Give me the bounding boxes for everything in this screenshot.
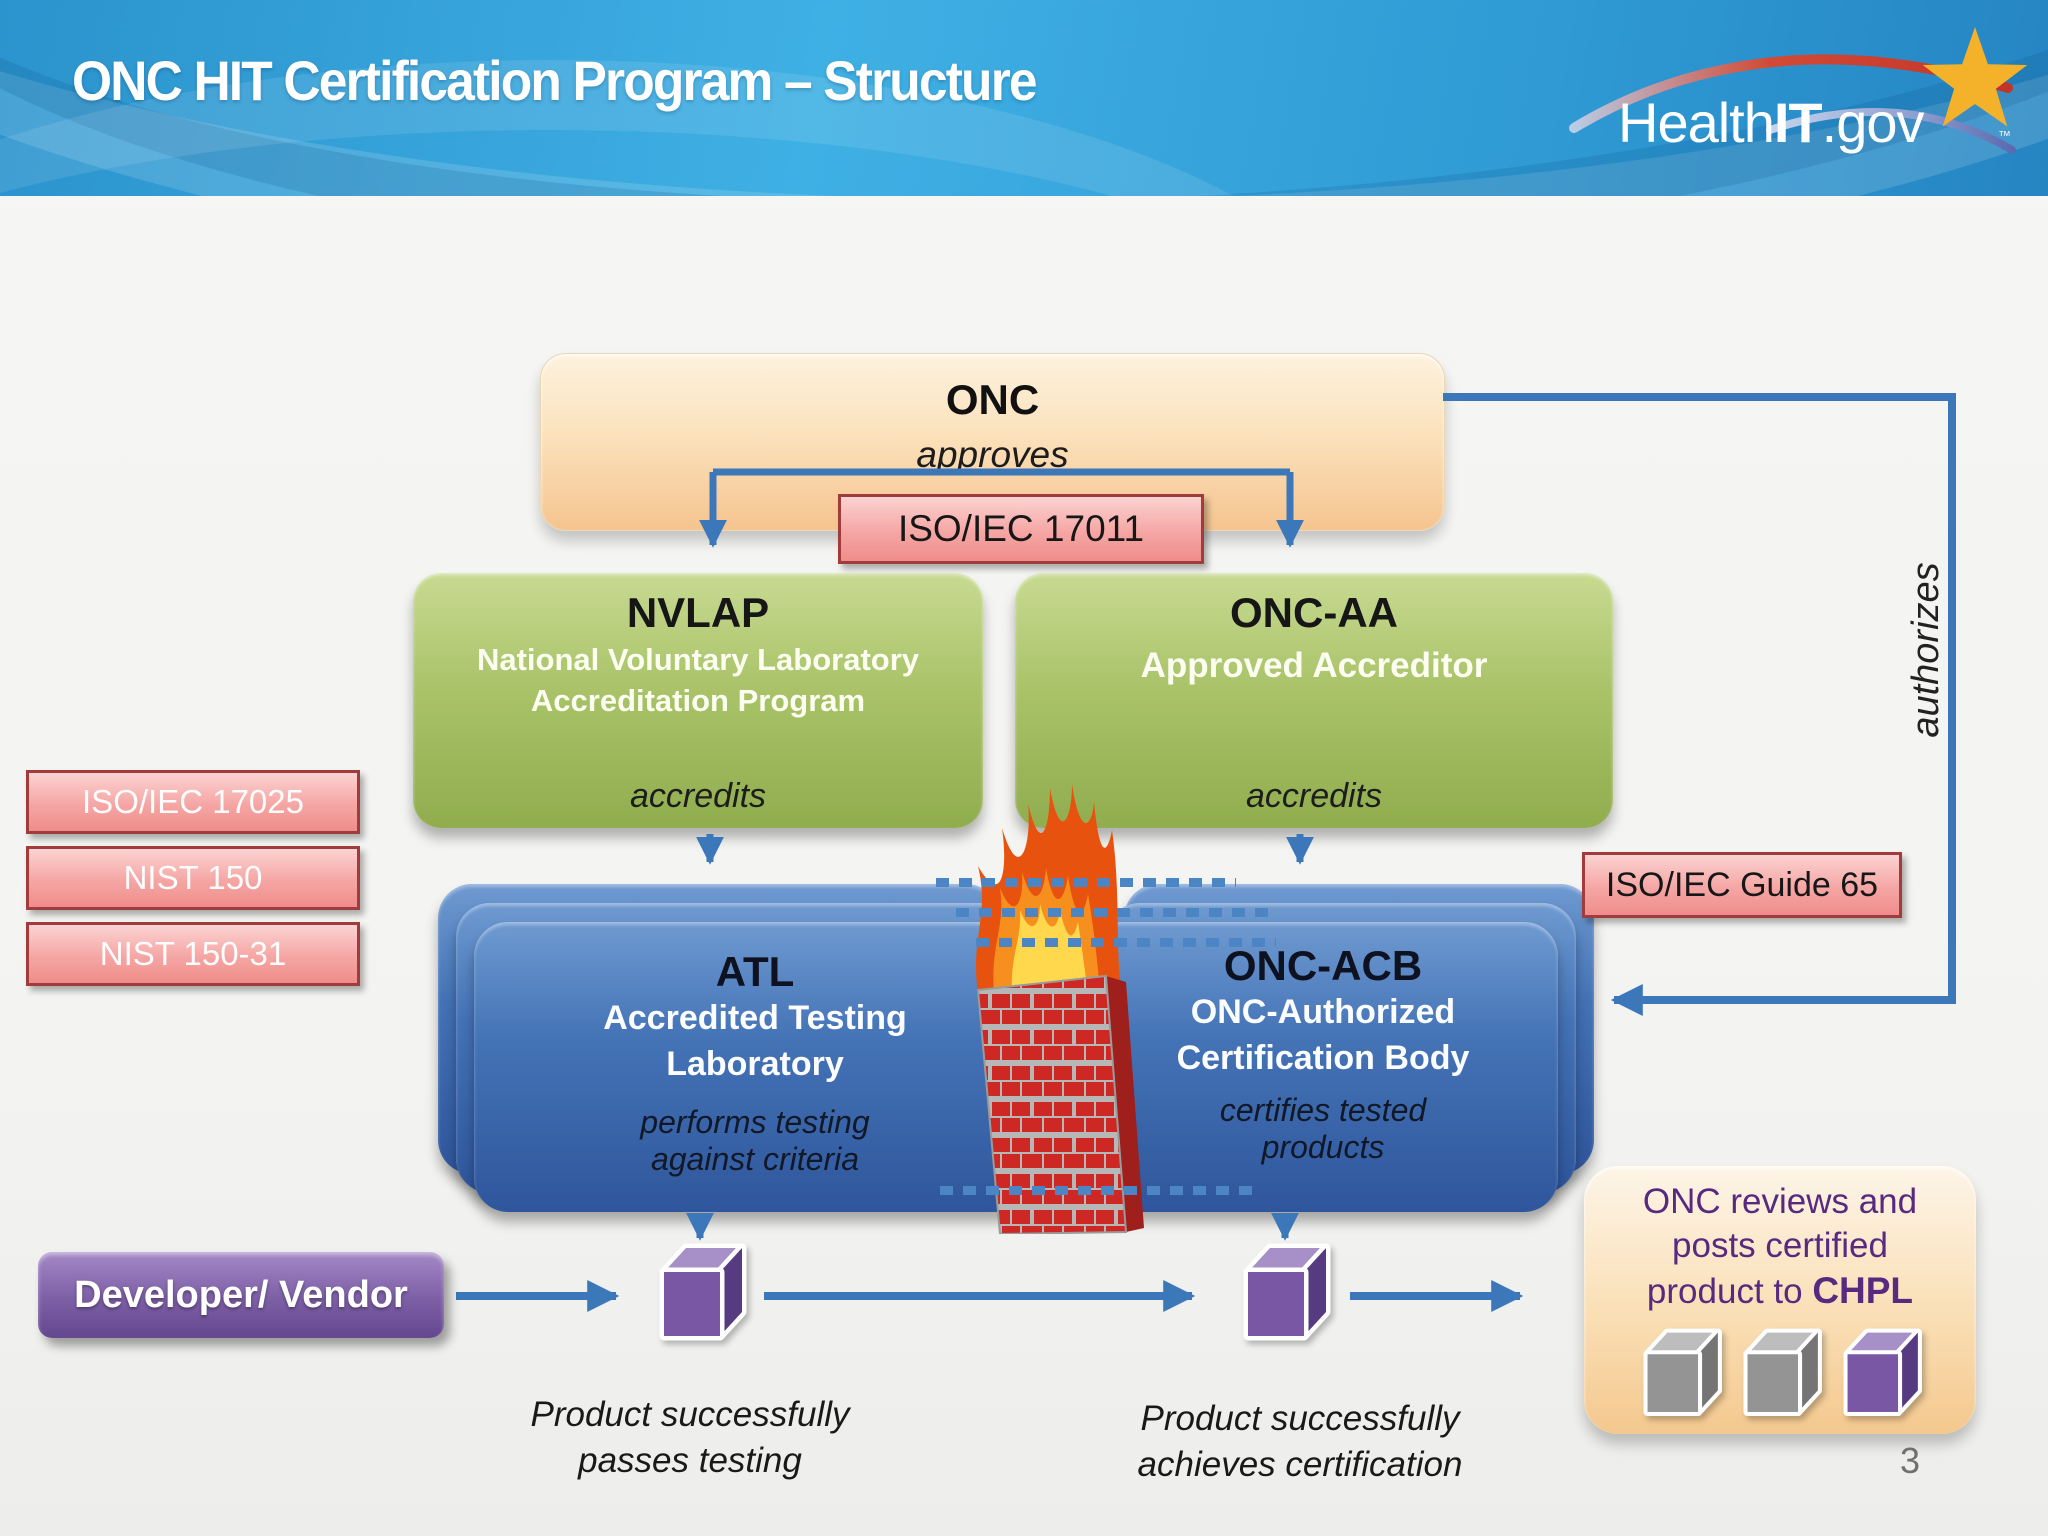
node-atl-action2: against criteria [650, 1140, 860, 1177]
label-iso-iec-guide-65: ISO/IEC Guide 65 [1582, 852, 1902, 918]
node-atl: ATL Accredited Testing Laboratory perfor… [474, 922, 1036, 1212]
header-banner: ONC HIT Certification Program – Structur… [0, 0, 2048, 196]
node-developer-vendor-label: Developer/ Vendor [74, 1273, 408, 1316]
node-nvlap: NVLAP National Voluntary Laboratory Accr… [413, 573, 983, 828]
node-onc-acb-action1: certifies tested [1219, 1091, 1427, 1128]
firewall-side [1106, 976, 1144, 1232]
dotted-line-icon [976, 938, 1276, 947]
page-title: ONC HIT Certification Program – Structur… [72, 49, 1038, 112]
logo-it: IT [1773, 91, 1823, 154]
healthit-gov-logo: HealthIT.gov ™ [1560, 10, 2030, 190]
node-chpl-line2: posts certified [1672, 1225, 1888, 1265]
node-onc-acb-line2: Certification Body [1176, 1038, 1470, 1077]
node-onc-acb-line1: ONC-Authorized [1190, 993, 1456, 1031]
node-atl-action: performs testing against criteria [640, 1104, 869, 1178]
page-number: 3 [1900, 1440, 1921, 1481]
logo-gov: .gov [1821, 91, 1925, 154]
label-iso-iec-17011: ISO/IEC 17011 [838, 494, 1204, 564]
node-atl-title: ATL [715, 948, 795, 995]
dotted-line-icon [956, 908, 1272, 917]
node-chpl-line3: product to [1646, 1271, 1803, 1311]
logo-trademark: ™ [1998, 128, 2011, 143]
firewall-icon [948, 776, 1162, 1236]
chpl-cube-purple-icon [1843, 1328, 1922, 1416]
node-onc: ONC approves [540, 353, 1445, 531]
node-onc-aa-action: accredits [1245, 777, 1383, 815]
dotted-line-icon [940, 1186, 1256, 1195]
star-icon [1922, 27, 2028, 127]
node-onc-acb-action: certifies tested products [1220, 1092, 1426, 1166]
firewall-bricks [976, 974, 1128, 1236]
node-nvlap-title: NVLAP [626, 589, 770, 636]
product-cube-certified-icon [1232, 1234, 1336, 1361]
node-nvlap-action: accredits [629, 777, 767, 815]
node-atl-line1: Accredited Testing [603, 999, 907, 1037]
caption-passes-testing: Product successfully passes testing [420, 1392, 960, 1484]
caption-achieves-certification: Product successfully achieves certificat… [1030, 1396, 1570, 1488]
caption-passes-testing-line1: Product successfully [530, 1395, 850, 1434]
node-chpl-line1: ONC reviews and [1642, 1182, 1918, 1221]
node-chpl-text: ONC reviews and posts certified product … [1643, 1180, 1917, 1314]
node-nvlap-line1: National Voluntary Laboratory [476, 642, 920, 677]
node-chpl: ONC reviews and posts certified product … [1584, 1166, 1976, 1434]
logo-text: HealthIT.gov [1618, 90, 1924, 155]
node-developer-vendor: Developer/ Vendor [38, 1252, 444, 1338]
chpl-cube-gray-icon [1643, 1328, 1722, 1416]
label-nist-150-31: NIST 150-31 [26, 922, 360, 986]
node-atl-action1: performs testing [640, 1103, 870, 1140]
chpl-cube-gray-icon [1743, 1328, 1822, 1416]
node-nvlap-line2: Accreditation Program [530, 683, 866, 719]
label-nist-150: NIST 150 [26, 846, 360, 910]
node-chpl-line3-bold: CHPL [1812, 1269, 1914, 1311]
caption-achieves-certification-line2: achieves certification [1137, 1445, 1463, 1485]
node-onc-action: approves [916, 434, 1069, 475]
logo-health: Health [1618, 91, 1775, 154]
flame-inner [1011, 904, 1088, 992]
dotted-line-icon [936, 878, 1236, 887]
node-onc-aa-title: ONC-AA [1230, 589, 1398, 636]
node-atl-line2: Laboratory [666, 1044, 844, 1083]
caption-passes-testing-line2: passes testing [578, 1441, 802, 1481]
node-onc-aa-line1: Approved Accreditor [1140, 646, 1488, 685]
logo-swoosh-star-icon [1569, 27, 2028, 154]
caption-achieves-certification-line1: Product successfully [1140, 1399, 1460, 1438]
product-cube-tested-icon [648, 1234, 752, 1361]
node-onc-acb-title: ONC-ACB [1223, 942, 1423, 989]
node-onc-title: ONC [945, 376, 1040, 423]
node-onc-acb-action2: products [1261, 1128, 1385, 1165]
label-iso-iec-17025: ISO/IEC 17025 [26, 770, 360, 834]
edge-label-authorizes: authorizes [1905, 562, 1947, 738]
chpl-cubes [1632, 1320, 1928, 1430]
